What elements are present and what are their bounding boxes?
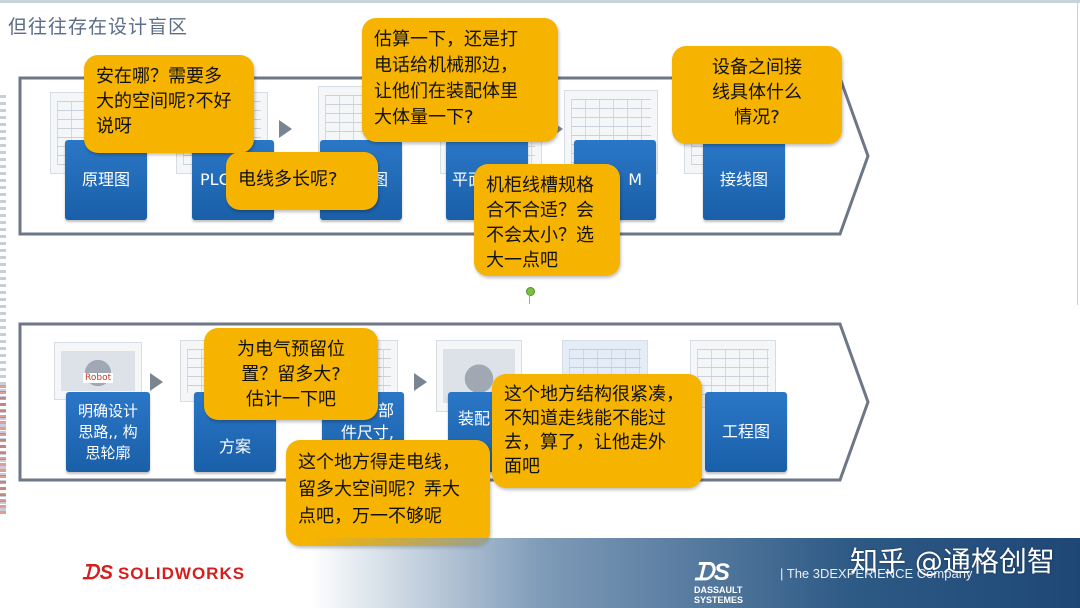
- bubble-where-to-place: 安在哪？需要多 大的空间呢?不好 说呀: [84, 55, 254, 153]
- bubble-reserve-space: 为电气预留位 置？留多大? 估计一下吧: [204, 328, 378, 420]
- bubble-device-wiring: 设备之间接 线具体什么 情况?: [672, 46, 842, 144]
- top-divider: [0, 0, 1080, 3]
- bubble-estimate-call: 估算一下，还是打 电话给机械那边， 让他们在装配体里 大体量一下?: [362, 18, 558, 142]
- dassault-ds-mark: ᗪS: [694, 559, 730, 586]
- slide-title: 但往往存在设计盲区: [8, 16, 189, 38]
- solidworks-text: SOLIDWORKS: [117, 564, 246, 583]
- step-engineering-drawing: 工程图: [705, 392, 787, 472]
- dassault-line1: DASSAULT: [694, 585, 743, 595]
- step-wiring: 接线图: [703, 140, 785, 220]
- step-schematic: 原理图: [65, 140, 147, 220]
- step-design-concept: 明确设计 思路,, 构 思轮廓: [66, 392, 150, 472]
- side-vertical-red-text: [0, 385, 6, 515]
- row2-arrow-3: [414, 373, 427, 391]
- row2-arrow-1: [150, 373, 163, 391]
- dassault-line2: SYSTEMES: [694, 595, 744, 605]
- robot-label: Robot: [83, 373, 114, 383]
- connector-pin-icon: [526, 287, 535, 296]
- dassault-tagline: | The 3DEXPERIENCE Company: [780, 566, 973, 581]
- zhihu-watermark: 知乎 @通格创智: [850, 545, 1055, 578]
- concept-thumbnail: Robot: [54, 342, 142, 400]
- bubble-wiring-space: 这个地方得走电线， 留多大空间呢？弄大 点吧，万一不够呢: [286, 440, 490, 546]
- connector-pin-line: [529, 294, 530, 304]
- right-divider: [1077, 0, 1078, 305]
- bubble-wire-length: 电线多长呢?: [226, 152, 378, 210]
- row1-arrow-1: [279, 120, 292, 138]
- solidworks-ds-mark: ᗪS: [82, 562, 114, 584]
- side-vertical-text: [0, 95, 6, 515]
- bubble-cabinet-trunking: 机柜线槽规格 合不合适？会 不会太小？选 大一点吧: [474, 164, 620, 276]
- bubble-compact-structure: 这个地方结构很紧凑， 不知道走线能不能过 去，算了，让他走外 面吧: [492, 374, 702, 488]
- footer-gradient: [310, 538, 1080, 608]
- dassault-logo: ᗪS DASSAULT SYSTEMES: [694, 559, 744, 606]
